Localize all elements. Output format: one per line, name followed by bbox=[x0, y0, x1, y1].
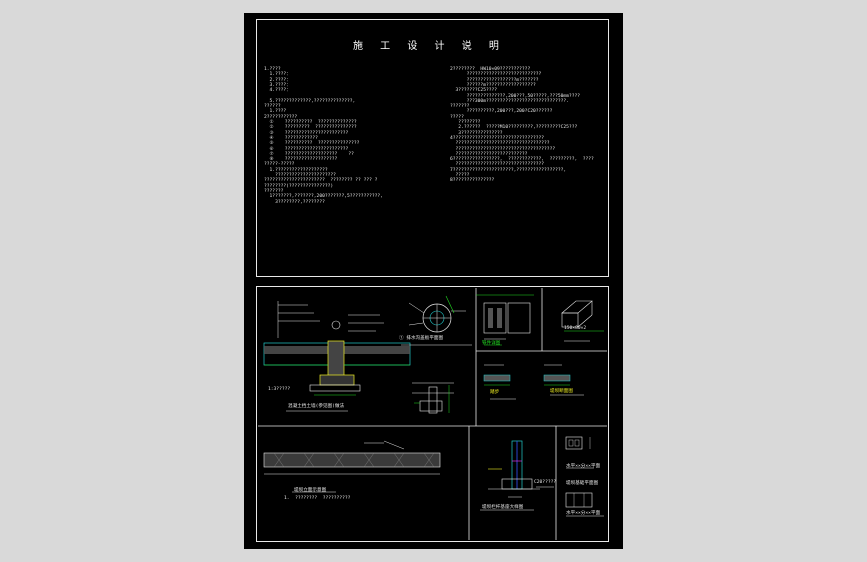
beam-label: 150×80×2 bbox=[564, 326, 587, 331]
notes-frame bbox=[256, 19, 609, 277]
notes-right-line: ??????????,200???,200?C20?????? bbox=[450, 109, 553, 115]
notes-right-line: ????? bbox=[450, 173, 470, 178]
notes-right-line: 4????????????????????????????????? bbox=[450, 135, 545, 141]
notes-right-line: ??????????????????????????? bbox=[450, 72, 542, 78]
notes-right-line: ???????????????????????????????? bbox=[450, 162, 545, 168]
notes-right-line: ???????????????????????????????????? bbox=[450, 146, 556, 152]
notes-left-line: ⑤ ?????????? ??????????????? bbox=[264, 141, 360, 147]
dam-section-caption: 堤坝断面图 bbox=[550, 389, 573, 394]
notes-left-line: ② ????????? ??????????????? bbox=[264, 125, 357, 131]
retaining-wall-caption: 混凝土挡土墙(参见图)做法 bbox=[288, 404, 345, 409]
notes-left-line: 5.?????????????,??????????????, bbox=[264, 98, 356, 104]
retaining-wall-detail bbox=[263, 301, 411, 412]
notes-right-line: 6?????????????????, ????????????, ??????… bbox=[450, 157, 594, 163]
notes-right-line: ??????????????,200???,50?????,???50mm???… bbox=[450, 93, 580, 99]
notes-right-line: ????? bbox=[450, 114, 464, 120]
steps-detail bbox=[483, 364, 584, 400]
small-plan-caption-1: 水平××分××平面 bbox=[566, 464, 601, 469]
notes-right-line: 2???????? HW10×09??????????? bbox=[450, 67, 531, 72]
notes-right-line: 7??????????????????????,????????????????… bbox=[450, 167, 567, 173]
notes-left-line: 1.??????????????????? bbox=[264, 167, 328, 173]
small-plan-caption-2: 水平××分××平面 bbox=[566, 511, 601, 516]
railing-plan-detail bbox=[476, 294, 534, 346]
notes-left-line: ⑥ ??????????????????????? bbox=[264, 146, 349, 152]
dam-elevation-caption: 堤坝立面示意图 bbox=[294, 488, 327, 493]
notes-left-line: ????????(???????????????) bbox=[264, 183, 334, 189]
drawing-sheet: 施 工 设 计 说 明 1.???? 1.????： 2.????： 3.???… bbox=[244, 13, 623, 549]
notes-left-line: 1???????,???????,200???????,5???????????… bbox=[264, 194, 383, 200]
iron-detail-caption: 铁件详图 bbox=[482, 341, 501, 346]
notes-right-line: 3??????????????? bbox=[450, 130, 503, 136]
notes-left-line: 3.????： bbox=[264, 82, 291, 88]
notes-left-line: ⑦ ??????????????????? ?? bbox=[264, 151, 354, 157]
notes-left-line: ③ ??????????????????????? bbox=[264, 130, 349, 136]
notes-right-line: 3???????C25???? bbox=[450, 88, 498, 94]
notes-left-line: 1.????： bbox=[264, 72, 291, 78]
notes-left-line: 2??????????? bbox=[264, 114, 298, 120]
drain-cover-detail bbox=[401, 295, 472, 346]
railing-base-caption: 堤坝栏杆基座大样图 bbox=[482, 505, 524, 510]
railing-base-detail bbox=[480, 440, 554, 511]
notes-right-line: ???????? bbox=[450, 120, 481, 125]
foundation-plan-caption: 堤坝基础平面图 bbox=[566, 481, 599, 486]
drain-cover-caption: ① 排水沟盖板平面图 bbox=[399, 336, 444, 341]
notes-title: 施 工 设 计 说 明 bbox=[353, 41, 506, 52]
notes-right-line: 2.?????? ?????M10?????????,?????????C25?… bbox=[450, 125, 578, 131]
notes-left-line: ?????? bbox=[264, 104, 281, 110]
notes-right-line: ?????????????????????????? bbox=[450, 151, 528, 157]
notes-left-line: ④ ???????????? bbox=[264, 135, 318, 141]
notes-right-line: ?????????????????????????????????? bbox=[450, 141, 550, 147]
notes-right-line: 8??????????????? bbox=[450, 178, 495, 184]
c20-note: C20????? bbox=[534, 480, 557, 485]
notes-left-line: ① ?????????? ?????????????? bbox=[264, 120, 357, 125]
details-drawing bbox=[258, 288, 607, 540]
steps-caption: 踏步 bbox=[490, 390, 500, 395]
small-plans-detail bbox=[565, 436, 604, 517]
notes-left-line: ?????-????? bbox=[264, 162, 295, 168]
iron-detail bbox=[412, 382, 454, 414]
mortar-label: 1:3????? bbox=[268, 387, 291, 392]
elevation-strip-detail bbox=[263, 440, 441, 493]
dam-elevation-note: 1. ???????? ?????????? bbox=[284, 496, 351, 501]
notes-right-line: ??????????????????m??????? bbox=[450, 77, 539, 83]
beam-detail bbox=[561, 300, 604, 342]
notes-left-line: 2.????： bbox=[264, 77, 291, 83]
notes-left-line: ?????????????????????? ???????? ?? ??? ? bbox=[264, 178, 378, 184]
notes-left-line: 1.???? bbox=[264, 109, 287, 115]
notes-left-line: 4.????： bbox=[264, 88, 291, 94]
notes-left-line: ??????? bbox=[264, 188, 284, 194]
notes-right-line: ??????m?????????????????? bbox=[450, 82, 536, 88]
notes-right-line: ???300m?????????????????????????????. bbox=[450, 98, 569, 104]
details-frame bbox=[256, 286, 609, 542]
notes-left-line: 3????????,???????? bbox=[264, 199, 325, 205]
notes-left-line: ?????????????????????? bbox=[264, 173, 336, 178]
notes-left-line: ⑧ ??????????????????? bbox=[264, 157, 338, 163]
notes-left-line: 1.???? bbox=[264, 67, 281, 72]
notes-right-line: ??????? bbox=[450, 104, 470, 110]
